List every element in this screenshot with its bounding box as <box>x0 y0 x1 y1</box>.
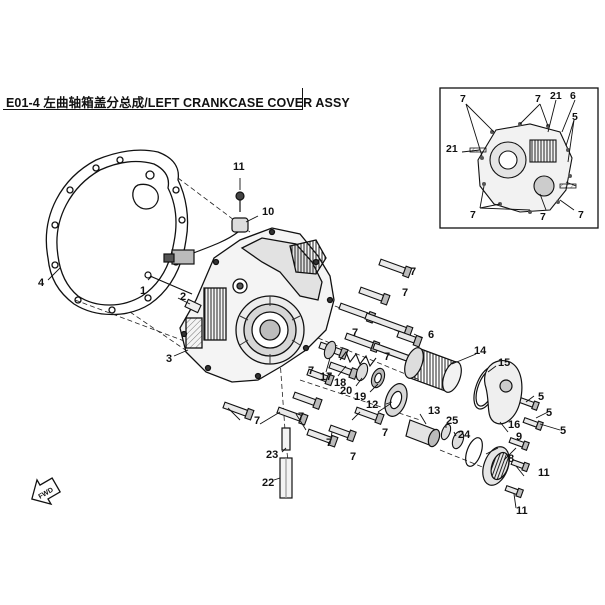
callout-label: 7 <box>352 327 358 339</box>
callout-label: 5 <box>546 407 552 419</box>
seal-part <box>323 340 337 360</box>
callout-label: 7 <box>308 365 314 377</box>
callout-label: 11 <box>538 467 550 479</box>
oil-filter-part <box>404 347 462 393</box>
callout-label: 13 <box>428 405 440 417</box>
inset-callout-label: 7 <box>578 209 584 221</box>
callout-label: 17 <box>320 371 332 383</box>
inset-callout-label: 7 <box>460 93 466 105</box>
callout-label: 19 <box>354 391 366 403</box>
callout-label: 14 <box>474 345 487 357</box>
sensor-part <box>144 191 249 295</box>
crankcase-cover-part <box>179 227 335 383</box>
leader-lines <box>47 178 561 509</box>
gasket-part <box>45 149 189 316</box>
callout-label: 20 <box>340 385 352 397</box>
callout-label: 24 <box>458 429 471 441</box>
callout-label: 7 <box>298 411 304 423</box>
inset-callout-label: 7 <box>535 93 541 105</box>
callout-label: 10 <box>262 206 274 218</box>
pipe-part <box>279 427 293 499</box>
callout-label: 3 <box>166 353 172 365</box>
callout-label: 15 <box>498 357 510 369</box>
title-frame <box>3 88 303 110</box>
callout-label: 7 <box>350 451 356 463</box>
washer-part <box>440 423 465 450</box>
diagram-title: E01-4 左曲轴箱盖分总成/LEFT CRANKCASE COVER ASSY <box>6 96 350 110</box>
spring-part <box>339 350 377 368</box>
callout-label: 11 <box>233 161 245 173</box>
callout-label: 1 <box>140 285 146 297</box>
inset-callout-label: 7 <box>540 211 546 223</box>
callout-label: 7 <box>326 437 332 449</box>
callout-label: 5 <box>538 391 544 403</box>
callout-label: 18 <box>334 377 346 389</box>
callout-label: 7 <box>382 427 388 439</box>
bearing-part <box>384 383 408 417</box>
callout-label: 22 <box>262 477 274 489</box>
callout-label: 7 <box>384 351 390 363</box>
o-ring-small-part <box>465 437 483 467</box>
callout-label: 11 <box>516 505 528 517</box>
bolt-set <box>222 258 544 499</box>
callout-label: 23 <box>266 449 278 461</box>
callout-label: 25 <box>446 415 458 427</box>
callout-label: 7 <box>254 415 260 427</box>
inset-callout-label: 21 <box>446 143 458 155</box>
callout-labels: 11 10 4 1 2 3 7 7 7 6 14 15 7 17 18 20 1… <box>38 161 566 517</box>
inset-callout-label: 21 <box>550 90 562 102</box>
fwd-arrow-icon <box>31 477 62 506</box>
filter-cover-part <box>484 360 523 425</box>
inset-callout-label: 5 <box>572 111 578 123</box>
inset-callout-labels: 7 7 21 6 5 21 7 7 7 <box>446 90 584 223</box>
callout-label: 5 <box>560 425 566 437</box>
callout-label: 4 <box>38 277 45 289</box>
cap-part <box>482 446 510 486</box>
inset-callout-label: 7 <box>470 209 476 221</box>
callout-label: 16 <box>508 419 520 431</box>
inset-detail <box>439 87 599 229</box>
callout-label: 7 <box>402 287 408 299</box>
callout-label: 2 <box>180 291 186 303</box>
dowel-pin-part <box>184 298 202 314</box>
callout-label: 8 <box>508 453 514 465</box>
inset-callout-label: 6 <box>570 90 576 102</box>
shaft-sleeve-part <box>405 419 441 448</box>
callout-label: 7 <box>410 266 416 278</box>
callout-label: 9 <box>516 431 522 443</box>
callout-label: 6 <box>428 329 434 341</box>
callout-label: 12 <box>366 399 378 411</box>
